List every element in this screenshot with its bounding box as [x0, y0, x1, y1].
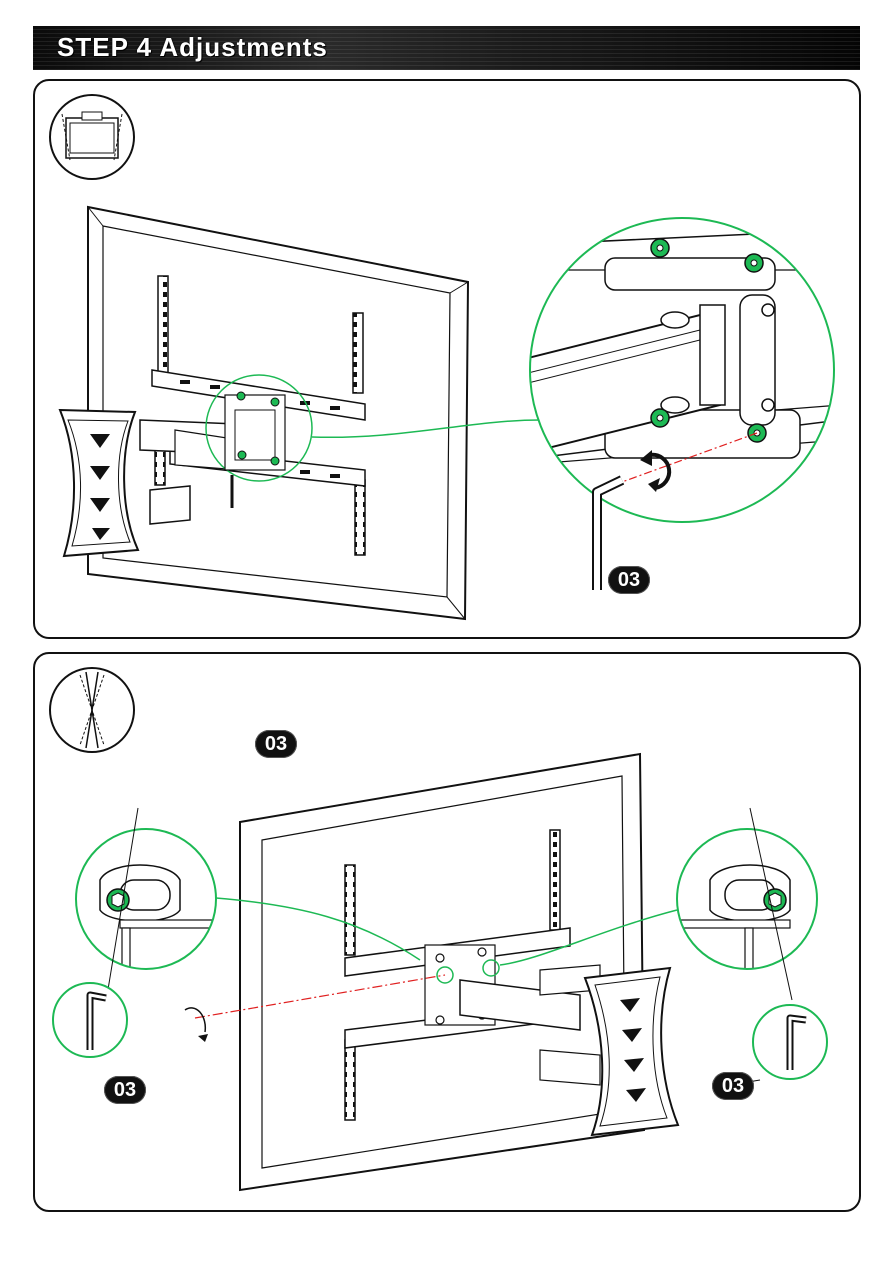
tilt-adjust-icon — [50, 95, 134, 179]
level-adjust-icon — [50, 668, 134, 752]
tool-badge-panel2-right: 03 — [712, 1072, 754, 1100]
tool-badge-panel2-top: 03 — [255, 730, 297, 758]
rotate-arrow-icon-2 — [185, 1008, 208, 1042]
left-key-circle — [53, 983, 127, 1057]
zoom-detail-circle — [520, 210, 840, 530]
tool-badge-panel2-left: 03 — [104, 1076, 146, 1104]
tool-badge-panel1: 03 — [608, 566, 650, 594]
